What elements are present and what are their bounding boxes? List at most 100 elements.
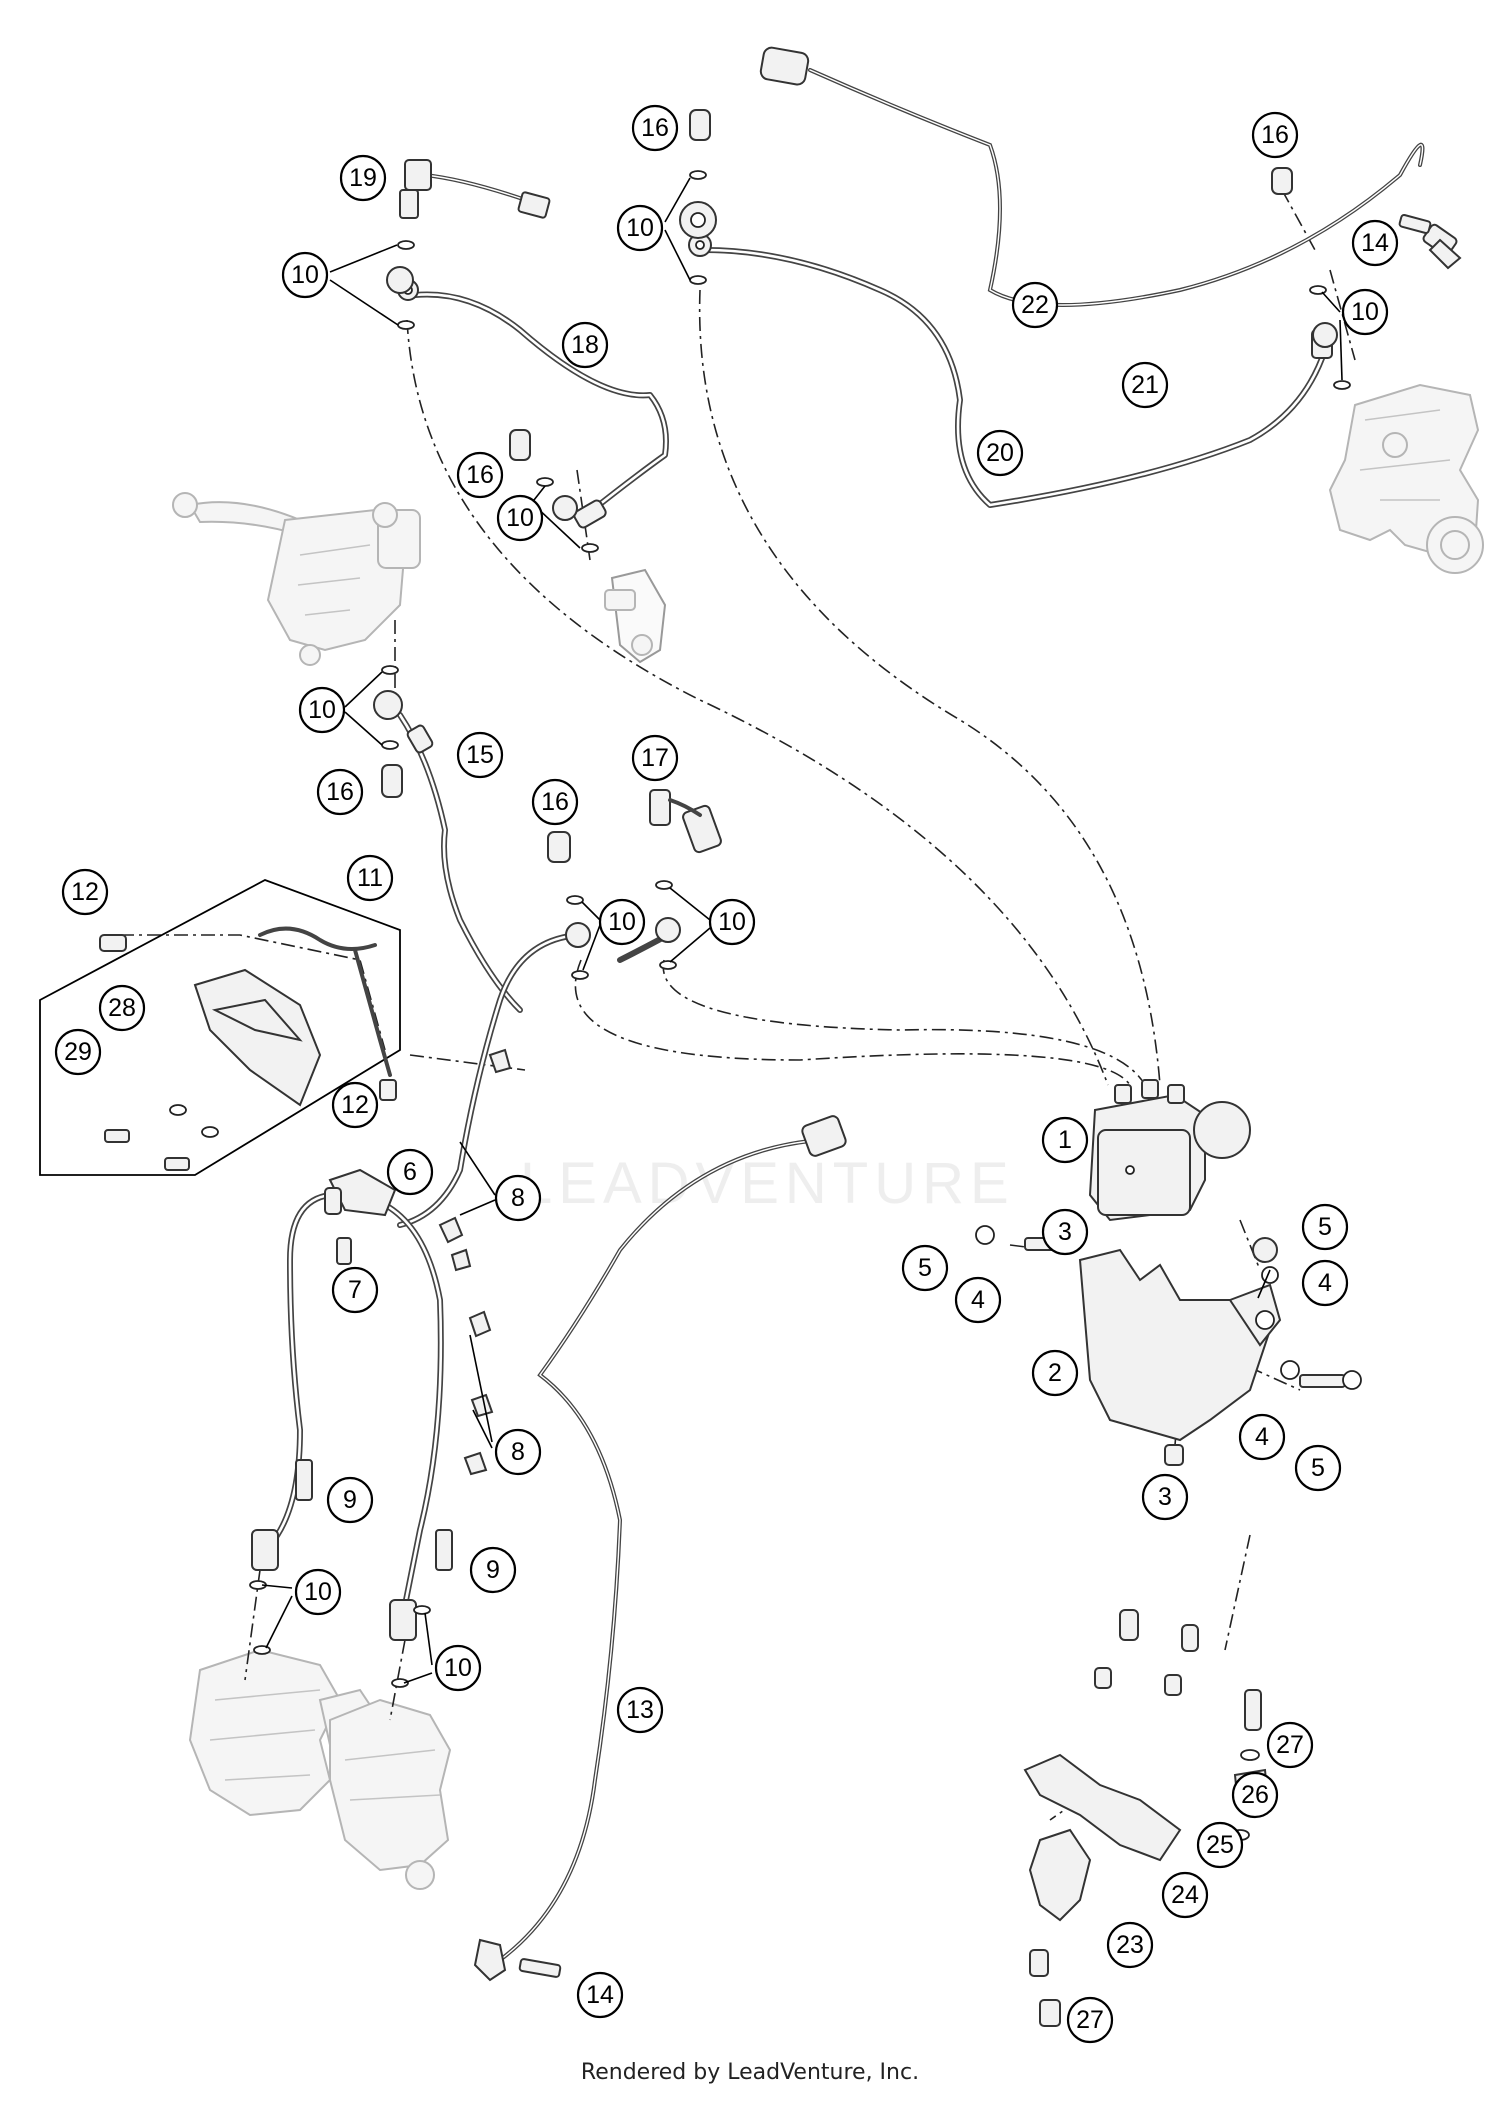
callout-15: 15 [456,731,504,779]
svg-text:9: 9 [343,1486,357,1514]
callout-9: 9 [469,1546,517,1594]
svg-text:16: 16 [1261,121,1289,149]
callout-18: 18 [561,321,609,369]
callout-21: 21 [1121,361,1169,409]
svg-text:26: 26 [1241,1781,1269,1809]
detail-box-11 [39,879,401,1176]
sensor-wire-13 [473,1115,847,1982]
svg-text:10: 10 [308,696,336,724]
svg-text:20: 20 [986,439,1014,467]
svg-text:18: 18 [571,331,599,359]
svg-text:19: 19 [349,164,377,192]
svg-text:3: 3 [1158,1483,1172,1511]
svg-text:10: 10 [304,1578,332,1606]
svg-text:29: 29 [64,1038,92,1066]
callout-26: 26 [1231,1771,1279,1819]
svg-text:21: 21 [1131,371,1159,399]
callout-1: 1 [1041,1116,1089,1164]
sensor-wire-19 [399,159,551,219]
rear-caliper-ghost [1328,383,1484,574]
svg-text:14: 14 [1361,229,1389,257]
callout-17: 17 [631,734,679,782]
leader-lines [261,177,1343,1684]
callout-5: 5 [901,1244,949,1292]
callout-4: 4 [1301,1259,1349,1307]
svg-text:16: 16 [641,114,669,142]
callout-27: 27 [1066,1996,1114,2044]
callout-14: 14 [1351,219,1399,267]
svg-text:13: 13 [626,1696,654,1724]
callout-10: 10 [598,898,646,946]
callout-19: 19 [339,154,387,202]
callout-6: 6 [386,1148,434,1196]
callout-28: 28 [98,984,146,1032]
svg-text:27: 27 [1076,2006,1104,2034]
abs-bracket [975,1225,1362,1466]
callout-5: 5 [1301,1203,1349,1251]
callout-24: 24 [1161,1871,1209,1919]
svg-text:8: 8 [511,1184,525,1212]
callout-4: 4 [1238,1413,1286,1461]
svg-text:4: 4 [1255,1423,1269,1451]
svg-text:10: 10 [291,261,319,289]
footer-credit: Rendered by LeadVenture, Inc. [580,2060,920,2085]
svg-text:5: 5 [1318,1213,1332,1241]
abs-control-unit [1088,1079,1251,1222]
callout-11: 11 [346,854,394,902]
callout-16: 16 [531,778,579,826]
svg-text:15: 15 [466,741,494,769]
callout-14: 14 [576,1971,624,2019]
svg-text:12: 12 [341,1091,369,1119]
brake-hose-18 [397,279,669,529]
svg-text:25: 25 [1206,1831,1234,1859]
svg-text:10: 10 [626,214,654,242]
callout-9: 9 [326,1476,374,1524]
svg-text:24: 24 [1171,1881,1199,1909]
svg-text:23: 23 [1116,1931,1144,1959]
svg-text:10: 10 [718,908,746,936]
svg-text:4: 4 [1318,1269,1332,1297]
callout-4: 4 [954,1276,1002,1324]
callout-20: 20 [976,429,1024,477]
callout-2: 2 [1031,1349,1079,1397]
callout-10: 10 [1341,288,1389,336]
svg-text:7: 7 [348,1276,362,1304]
callouts: 19 16 10 10 18 16 10 22 16 14 10 21 20 1… [54,104,1399,2044]
svg-text:4: 4 [971,1286,985,1314]
callout-3: 3 [1141,1473,1189,1521]
svg-text:14: 14 [586,1981,614,2009]
callout-22: 22 [1011,281,1059,329]
brake-hose-front-left [251,1192,333,1571]
callout-13: 13 [616,1686,664,1734]
callout-10: 10 [281,251,329,299]
banjo-bolts [381,109,1432,863]
callout-16: 16 [316,768,364,816]
svg-text:10: 10 [506,504,534,532]
abs-sensor-bracket [1023,1609,1270,2027]
svg-text:16: 16 [326,778,354,806]
svg-text:16: 16 [541,788,569,816]
callout-12: 12 [331,1081,379,1129]
svg-text:5: 5 [1311,1454,1325,1482]
front-calipers-ghost [188,1648,452,1890]
callout-25: 25 [1196,1821,1244,1869]
svg-text:12: 12 [71,878,99,906]
callout-5: 5 [1294,1444,1342,1492]
svg-text:3: 3 [1058,1218,1072,1246]
svg-text:11: 11 [357,864,383,892]
sensor-wire-22 [759,46,1462,307]
callout-12: 12 [61,868,109,916]
callout-10: 10 [434,1644,482,1692]
svg-text:10: 10 [1351,298,1379,326]
callout-3: 3 [1041,1208,1089,1256]
master-cylinder-ghost [172,492,421,666]
svg-text:16: 16 [466,461,494,489]
callout-16: 16 [631,104,679,152]
svg-text:6: 6 [403,1158,417,1186]
callout-8: 8 [494,1428,542,1476]
watermark: LEADVENTURE [520,1151,1015,1216]
svg-text:9: 9 [486,1556,500,1584]
svg-text:8: 8 [511,1438,525,1466]
svg-text:5: 5 [918,1254,932,1282]
svg-text:28: 28 [108,994,136,1022]
